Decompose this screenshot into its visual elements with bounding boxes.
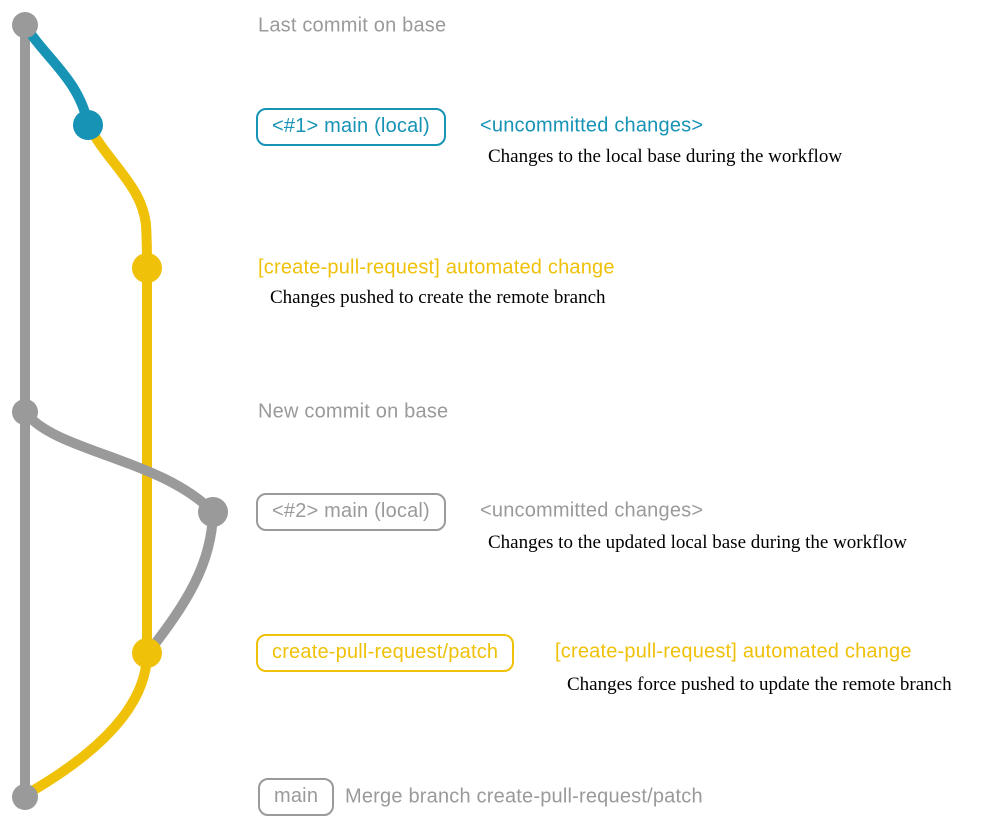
branch-tag-main-local-1: <#1> main (local) [256, 108, 446, 146]
commit-message-automated-1: [create-pull-request] automated change [258, 256, 615, 279]
patch-merge-line [24, 652, 152, 799]
commit-message-uncommitted-1: <uncommitted changes> [480, 114, 704, 137]
patch-branch-line [83, 122, 152, 653]
commit-message-automated-2: [create-pull-request] automated change [555, 640, 912, 663]
commit-dot-automated-1 [132, 253, 162, 283]
commit-message-merge: Merge branch create-pull-request/patch [345, 785, 703, 808]
commit-dot-uncommitted-2 [198, 497, 228, 527]
commit-dot-last-base [12, 12, 38, 38]
commit-note-automated-1: Changes pushed to create the remote bran… [270, 287, 606, 308]
commit-dot-merge [12, 784, 38, 810]
local-change-branch-line [20, 22, 93, 127]
commit-message-uncommitted-2: <uncommitted changes> [480, 499, 704, 522]
commit-note-automated-2: Changes force pushed to update the remot… [567, 674, 952, 695]
commit-message-new-base: New commit on base [258, 400, 449, 423]
local-main-to-patch-line [144, 511, 218, 657]
commit-dot-new-base [12, 399, 38, 425]
commit-dot-uncommitted-1 [73, 110, 103, 140]
commit-dot-automated-2 [132, 638, 162, 668]
commit-note-uncommitted-1: Changes to the local base during the wor… [488, 146, 843, 167]
commit-message-last-base: Last commit on base [258, 14, 447, 37]
branch-tag-main-local-2: <#2> main (local) [256, 493, 446, 531]
branch-tag-patch: create-pull-request/patch [256, 634, 515, 672]
branch-tag-main: main [258, 778, 335, 816]
commit-note-uncommitted-2: Changes to the updated local base during… [488, 532, 907, 553]
local-main-branch-line [21, 408, 217, 516]
